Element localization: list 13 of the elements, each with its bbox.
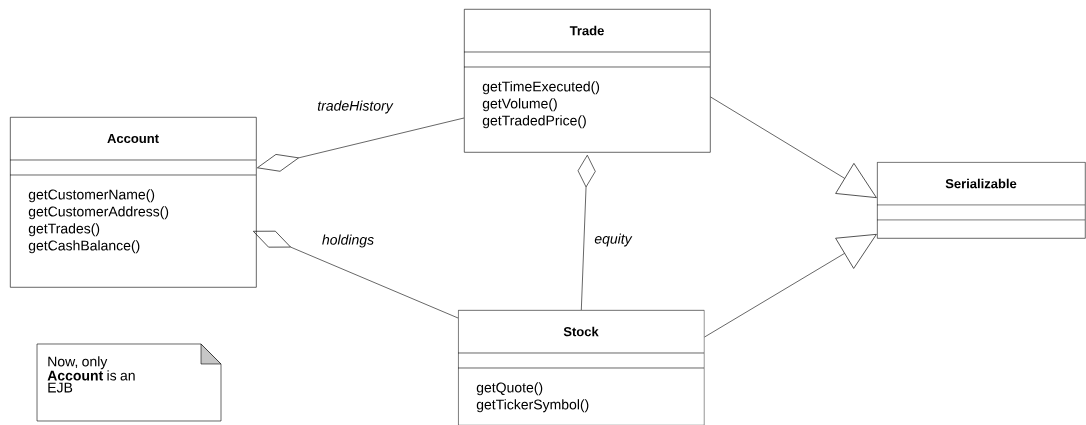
association-line <box>577 154 596 311</box>
note: Now, only Account is an EJB <box>36 343 222 422</box>
edge-label: tradeHistory <box>316 99 394 115</box>
association-line <box>704 234 877 338</box>
class-box: Account getCustomerName() getCustomerAddress() getTrades() getCashBalance() <box>9 117 257 288</box>
association-line <box>257 117 465 172</box>
edge-label: holdings <box>320 233 376 249</box>
association-line <box>710 96 877 198</box>
edge-label: equity <box>593 232 633 248</box>
class-box: Stock getQuote() getTickerSymbol() <box>457 310 705 425</box>
association-line <box>253 230 459 319</box>
class-box: Serializable <box>876 162 1086 239</box>
class-box: Trade getTimeExecuted() getVolume() getTradedPrice() <box>463 9 711 153</box>
